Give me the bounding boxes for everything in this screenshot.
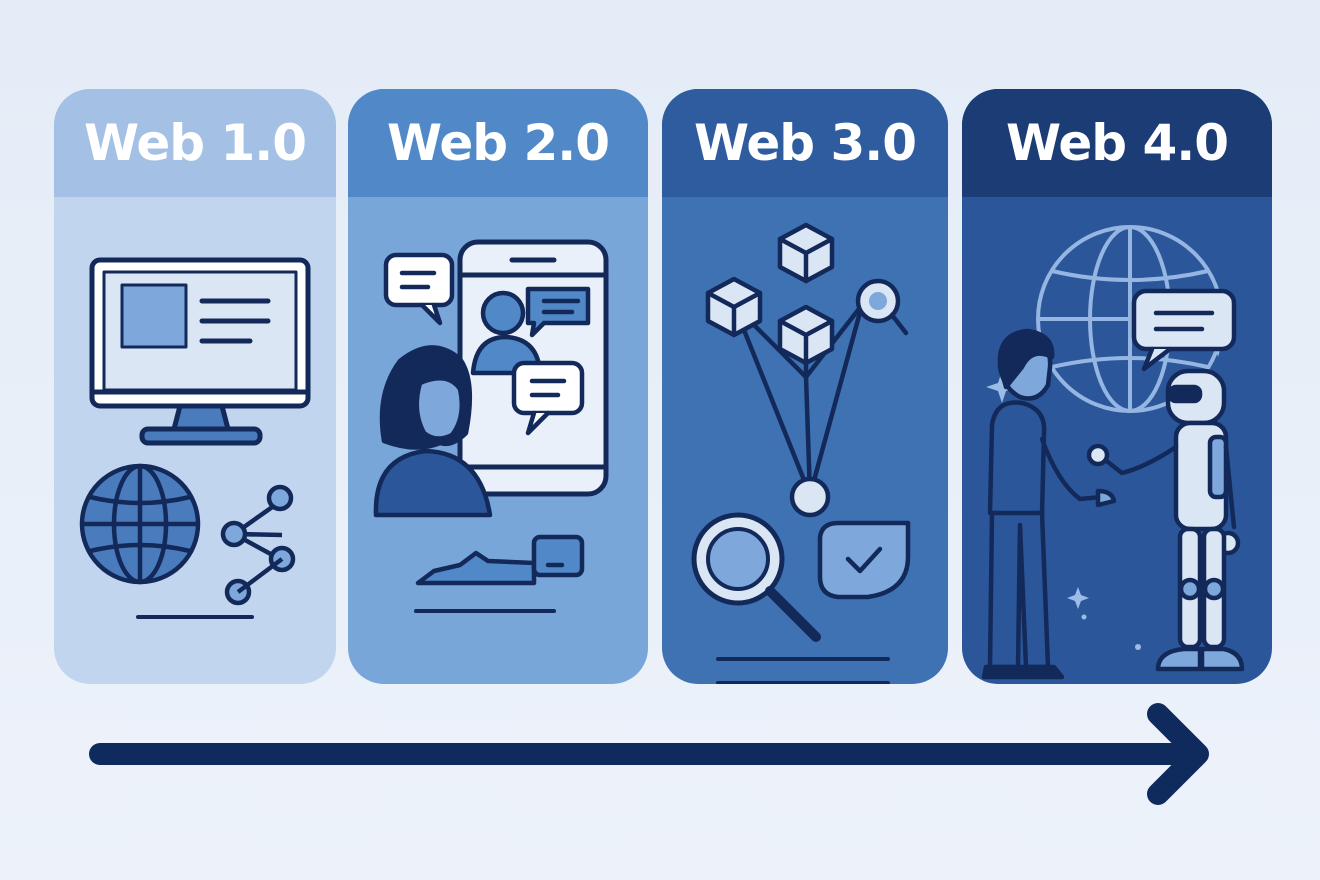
stage-art-web3	[691, 222, 911, 684]
text-lines	[716, 657, 890, 684]
stage-panel-web2: Web 2.0	[348, 89, 648, 684]
stage-title-web2: Web 2.0	[348, 89, 648, 197]
stage-panel-web1: Web 1.0	[54, 89, 336, 684]
stage-title-web3: Web 3.0	[662, 89, 948, 197]
chat-bubble-icon	[525, 286, 591, 338]
chat-bubble-icon	[383, 252, 455, 326]
stage-title-web4: Web 4.0	[962, 89, 1272, 197]
verified-shield-icon	[817, 520, 911, 600]
stage-art-web2	[373, 239, 609, 613]
magnifier-icon	[855, 278, 909, 336]
stage-panel-web4: Web 4.0	[962, 89, 1272, 684]
woman-avatar	[373, 345, 493, 518]
stage-art-web4	[981, 225, 1245, 680]
share-nodes-icon	[220, 484, 296, 606]
desktop-monitor-icon	[89, 257, 311, 446]
globe-icon	[79, 463, 201, 585]
stage-title-web1: Web 1.0	[54, 89, 336, 197]
blockchain-cubes-icon	[705, 222, 865, 518]
robot-icon	[1086, 368, 1245, 672]
chat-bubble-icon	[511, 360, 585, 436]
controller-icon	[415, 534, 585, 586]
person-icon	[981, 328, 1117, 680]
stage-panel-web3: Web 3.0	[662, 89, 948, 684]
chat-bubble-icon	[1131, 288, 1237, 372]
stage-art-web1	[79, 257, 311, 619]
magnifier-icon	[691, 512, 821, 642]
